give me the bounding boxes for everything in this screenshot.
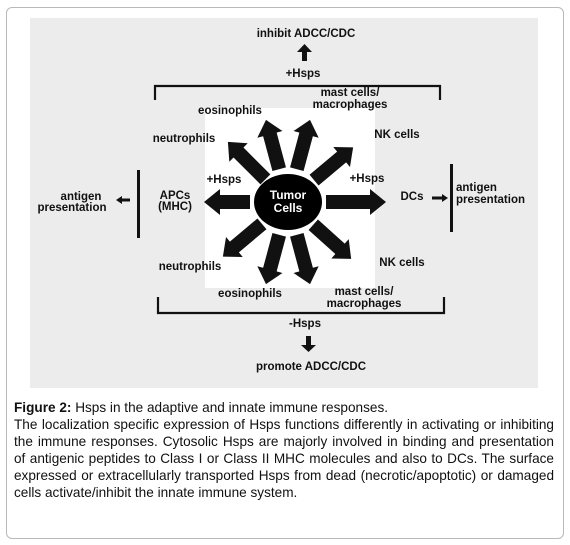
- tumor-cells-ellipse: [254, 174, 322, 230]
- arrow-down-right: [308, 219, 352, 259]
- top-eosinophils-label: eosinophils: [198, 105, 262, 117]
- arrow-up-left-steep: [257, 119, 286, 171]
- top-nk-cells-label: NK cells: [374, 129, 419, 141]
- promote-adcc-label: promote ADCC/CDC: [256, 361, 366, 373]
- bottom-eosinophils-label: eosinophils: [218, 288, 282, 300]
- top-neutrophils-label: neutrophils: [153, 133, 216, 145]
- immune-response-diagram: inhibit ADCC/CDC +Hsps -Hsps promote ADC…: [37, 28, 525, 373]
- arrow-left: [204, 189, 250, 215]
- arrow-up-left: [227, 141, 271, 185]
- apcs-label: APCs: [160, 190, 191, 202]
- left-antigen-label: antigen: [61, 191, 102, 203]
- cells-label: Cells: [274, 201, 303, 215]
- bottom-neutrophils-label: neutrophils: [159, 261, 222, 273]
- arrow-down-left: [222, 218, 267, 257]
- right-presentation-label: presentation: [456, 194, 525, 206]
- arrow-down-right-steep: [290, 233, 319, 285]
- right-antigen-label: antigen: [456, 182, 497, 194]
- mhc-label: (MHC): [158, 201, 192, 213]
- top-mast-cells-label: mast cells/: [321, 87, 381, 99]
- arrow-right: [326, 189, 386, 215]
- bottom-macrophages-label: macrophages: [327, 298, 402, 310]
- radial-arrows: [204, 119, 386, 285]
- caption-figure-label: Figure 2:: [14, 400, 72, 415]
- top-up-arrow-shaft: [302, 51, 307, 61]
- caption-title: Hsps in the adaptive and innate immune r…: [75, 400, 389, 415]
- arrow-down-left-steep: [257, 233, 286, 285]
- bottom-mast-cells-label: mast cells/: [335, 286, 395, 298]
- right-vertical-bar: [450, 164, 453, 232]
- caption-body: The localization specific expression of …: [14, 417, 554, 500]
- bottom-nk-cells-label: NK cells: [379, 257, 424, 269]
- dcs-label: DCs: [400, 191, 423, 203]
- left-presentation-label: presentation: [37, 202, 106, 214]
- right-hsps-label: +Hsps: [350, 173, 385, 185]
- top-macrophages-label: macrophages: [313, 99, 388, 111]
- arrow-up-right-steep: [290, 119, 319, 171]
- bottom-hsps-label: -Hsps: [289, 318, 321, 330]
- right-small-arrow: [432, 194, 448, 202]
- bottom-bracket: [156, 297, 446, 315]
- top-hsps-label: +Hsps: [286, 68, 321, 80]
- bottom-down-arrow-head: [301, 345, 316, 352]
- tumor-label: Tumor: [270, 188, 307, 202]
- left-small-arrow: [116, 196, 130, 204]
- top-up-arrow-head: [297, 44, 312, 52]
- figure-caption: Figure 2: Hsps in the adaptive and innat…: [14, 399, 554, 501]
- arrow-up-right: [309, 147, 354, 186]
- left-hsps-label: +Hsps: [207, 174, 242, 186]
- bottom-down-arrow-shaft: [306, 336, 311, 346]
- left-vertical-bar: [137, 170, 140, 238]
- top-bracket: [153, 84, 442, 100]
- inhibit-adcc-label: inhibit ADCC/CDC: [257, 28, 356, 40]
